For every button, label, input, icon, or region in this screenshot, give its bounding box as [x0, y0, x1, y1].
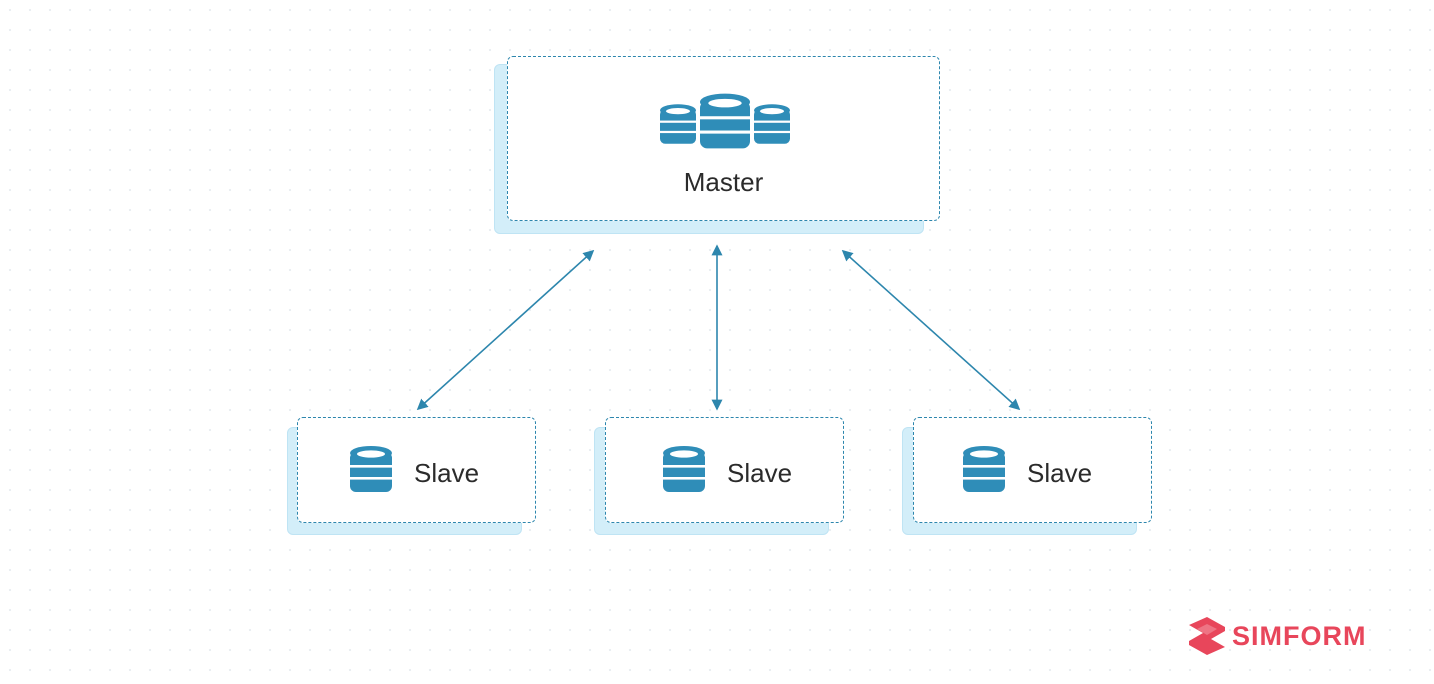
- simform-logo-icon: [1189, 617, 1225, 655]
- database-cluster-icon: [660, 93, 790, 149]
- slave-node-card: Slave: [605, 417, 844, 523]
- arrow-master-slave-1: [416, 249, 595, 411]
- slave-label: Slave: [1027, 458, 1093, 488]
- database-icon: [963, 446, 1005, 492]
- master-node: Master: [494, 56, 940, 236]
- database-icon: [350, 446, 392, 492]
- brand-name: SIMFORM: [1232, 620, 1367, 651]
- database-icon: [663, 446, 705, 492]
- master-node-card: Master: [507, 56, 940, 221]
- brand-logo: SIMFORM: [1188, 615, 1367, 657]
- slave-node-card: Slave: [297, 417, 536, 523]
- slave-node: Slave: [594, 417, 844, 537]
- slave-node: Slave: [902, 417, 1152, 537]
- slave-node-card: Slave: [913, 417, 1152, 523]
- arrow-master-slave-3: [841, 249, 1021, 411]
- slave-label: Slave: [727, 458, 793, 488]
- slave-label: Slave: [414, 458, 480, 488]
- master-label: Master: [683, 167, 764, 197]
- slave-node: Slave: [287, 417, 536, 537]
